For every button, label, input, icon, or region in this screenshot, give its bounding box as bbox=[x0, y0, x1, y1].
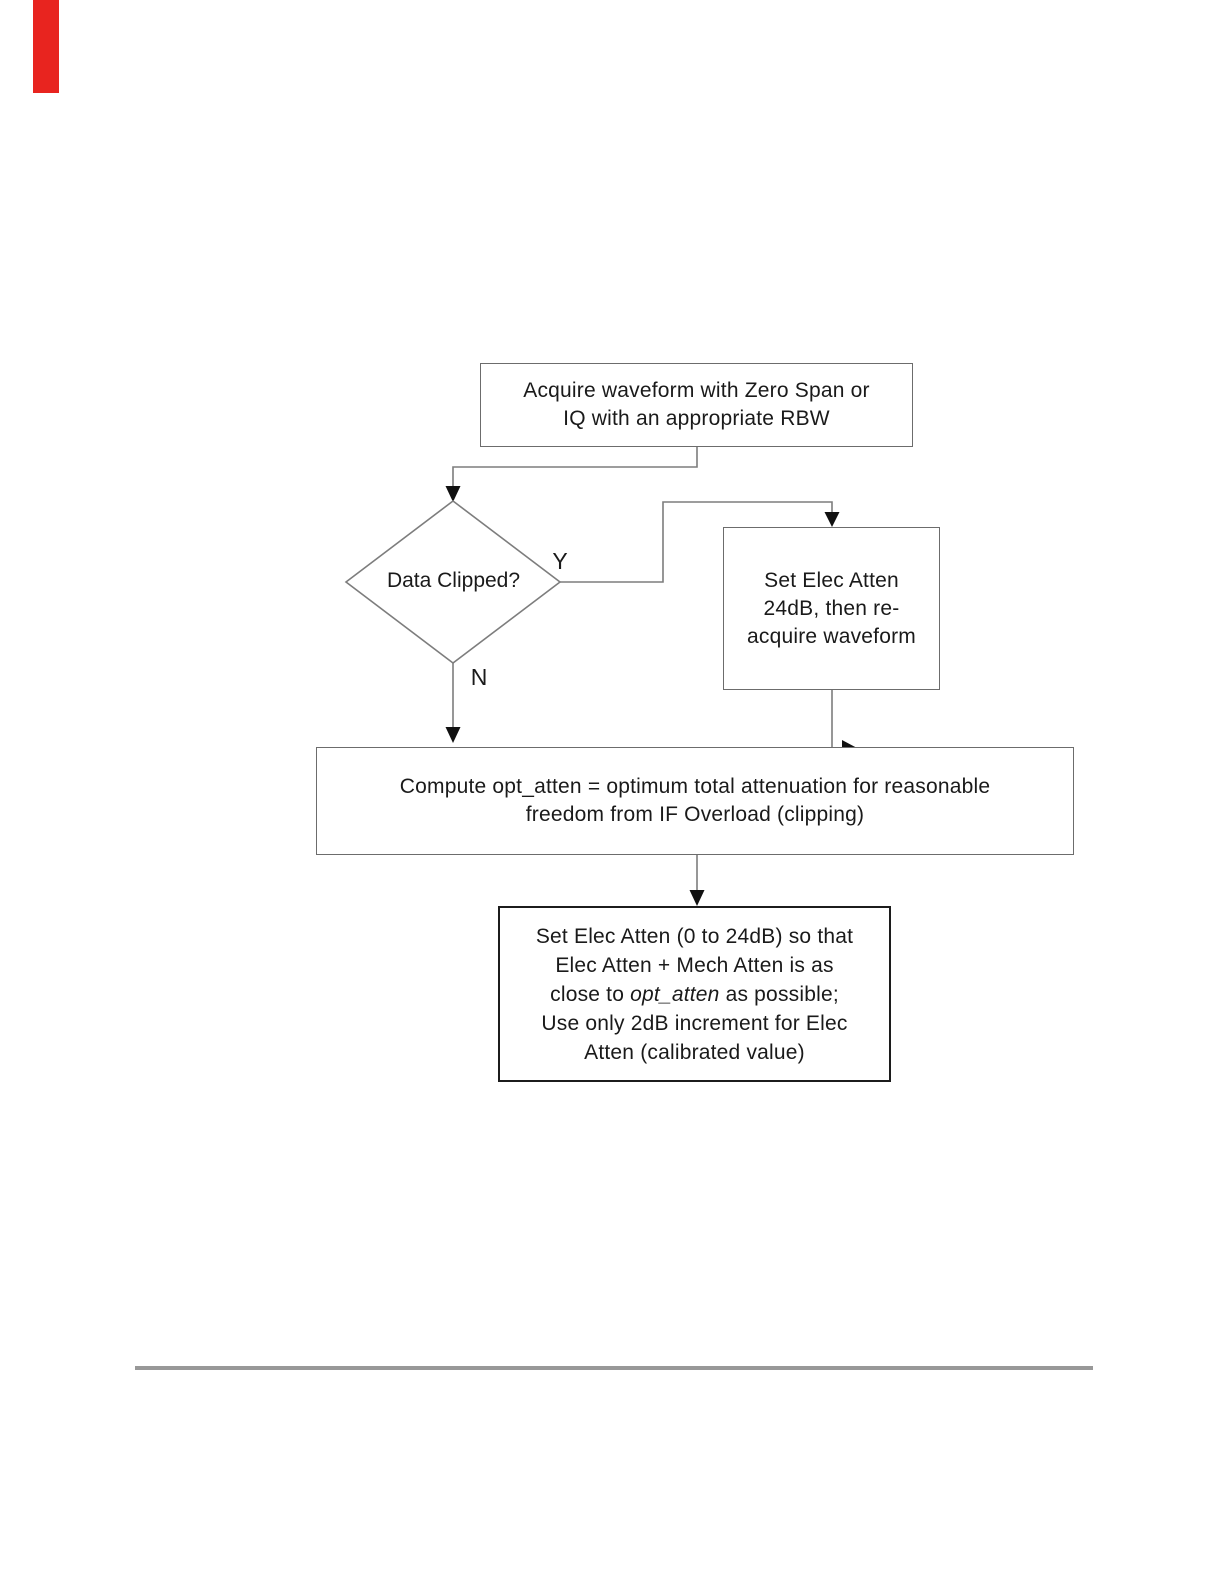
arrowhead-into-set24-box bbox=[824, 512, 840, 527]
arrowhead-into-decision bbox=[445, 486, 461, 502]
acquire-waveform-line-2: IQ with an appropriate RBW bbox=[563, 407, 830, 430]
arrowhead-into-final-box bbox=[689, 890, 705, 906]
final-line-1: Set Elec Atten (0 to 24dB) so that bbox=[535, 924, 854, 948]
set24-line-1: Set Elec Atten bbox=[764, 568, 899, 592]
set-elec-atten-24db-node: Set Elec Atten 24dB, then re- acquire wa… bbox=[723, 527, 940, 690]
compute-line-2: freedom from IF Overload (clipping) bbox=[525, 803, 865, 826]
compute-line-1: Compute opt_atten = optimum total attenu… bbox=[399, 775, 991, 798]
final-line-5: Atten (calibrated value) bbox=[584, 1040, 805, 1064]
acquire-waveform-node: Acquire waveform with Zero Span or IQ wi… bbox=[480, 363, 913, 447]
decision-label: Data Clipped? bbox=[386, 569, 521, 592]
final-line-2: Elec Atten + Mech Atten is as bbox=[555, 953, 834, 977]
final-line-4: Use only 2dB increment for Elec bbox=[541, 1011, 848, 1035]
final-line-3-italic-opt-atten: opt_atten bbox=[630, 982, 720, 1006]
set24-line-2: 24dB, then re- bbox=[763, 596, 900, 620]
branch-label-yes: Y bbox=[552, 547, 568, 574]
final-line-3-prefix: close to bbox=[550, 982, 631, 1006]
branch-label-no: N bbox=[470, 663, 488, 690]
red-marker-bar bbox=[33, 0, 59, 93]
arrowhead-into-compute-box bbox=[445, 727, 461, 743]
acquire-waveform-line-1: Acquire waveform with Zero Span or bbox=[523, 379, 870, 402]
footer-rule bbox=[135, 1366, 1093, 1370]
final-line-3: close to opt_atten as possible; bbox=[550, 980, 839, 1009]
set-elec-atten-final-node: Set Elec Atten (0 to 24dB) so that Elec … bbox=[498, 906, 891, 1082]
compute-opt-atten-node: Compute opt_atten = optimum total attenu… bbox=[316, 747, 1074, 855]
final-line-3-suffix: as possible; bbox=[719, 982, 839, 1006]
edge-acquire-to-decision bbox=[452, 446, 698, 487]
set24-line-3: acquire waveform bbox=[747, 624, 916, 648]
edge-decision-yes bbox=[560, 501, 833, 583]
